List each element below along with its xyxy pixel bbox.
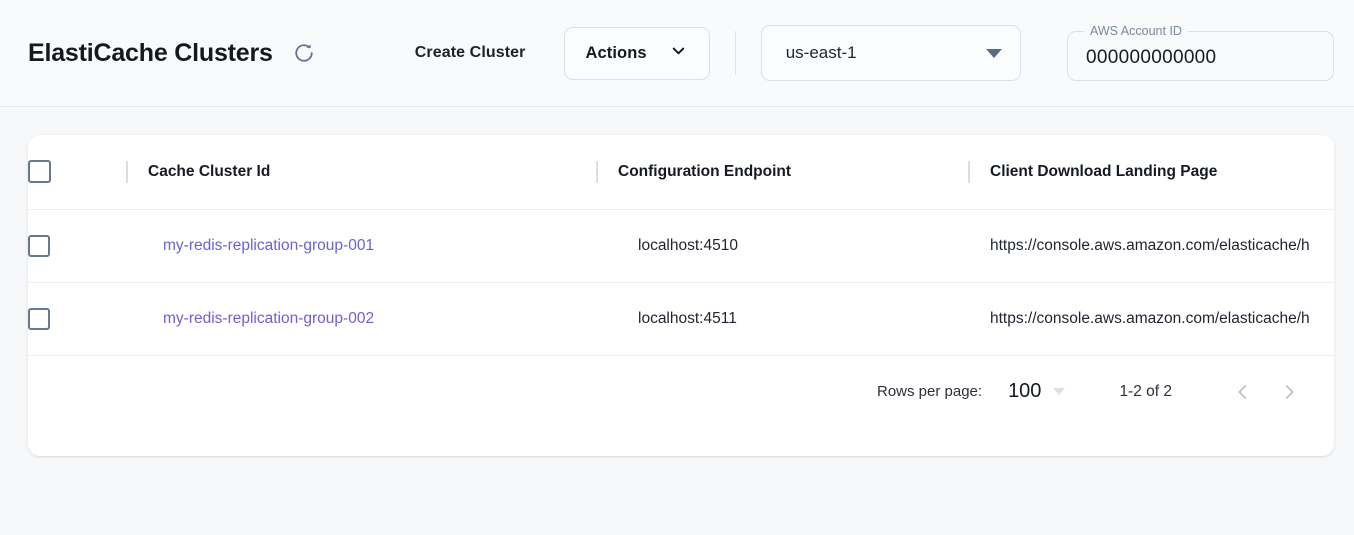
cache-cluster-id-link[interactable]: my-redis-replication-group-002 <box>163 309 375 327</box>
column-header-cache-cluster-id[interactable]: Cache Cluster Id <box>126 135 596 210</box>
landing-page-value: https://console.aws.amazon.com/elasticac… <box>990 309 1310 327</box>
rows-per-page-select[interactable]: 100 <box>1008 380 1066 403</box>
app-header: ElastiCache Clusters Create Cluster Acti… <box>0 0 1354 107</box>
table-body: my-redis-replication-group-001 localhost… <box>28 209 1334 356</box>
table-row[interactable]: my-redis-replication-group-002 localhost… <box>28 282 1334 356</box>
cell-cache-cluster-id: my-redis-replication-group-002 <box>126 282 596 356</box>
refresh-icon-button[interactable] <box>289 38 319 68</box>
previous-page-button[interactable] <box>1220 369 1266 415</box>
table-header-row: Cache Cluster Id Configuration Endpoint … <box>28 135 1334 210</box>
rows-per-page-value: 100 <box>1008 380 1042 402</box>
caret-down-icon <box>1053 388 1066 395</box>
column-divider <box>596 160 598 183</box>
cell-cache-cluster-id: my-redis-replication-group-001 <box>126 209 596 283</box>
cell-configuration-endpoint: localhost:4510 <box>596 209 968 283</box>
chevron-right-icon <box>1278 381 1300 403</box>
clusters-card: Cache Cluster Id Configuration Endpoint … <box>28 135 1334 456</box>
aws-account-id-input[interactable] <box>1067 25 1334 81</box>
row-select-cell <box>28 209 126 283</box>
select-all-checkbox[interactable] <box>28 160 51 184</box>
create-cluster-button[interactable]: Create Cluster <box>411 36 530 70</box>
column-divider <box>968 160 970 183</box>
pagination-range-label: 1-2 of 2 <box>1119 382 1172 400</box>
landing-page-value: https://console.aws.amazon.com/elasticac… <box>990 236 1310 254</box>
row-checkbox[interactable] <box>28 234 50 257</box>
header-divider <box>734 31 736 75</box>
column-header-client-download-landing-page[interactable]: Client Download Landing Page <box>968 135 1334 210</box>
chevron-left-icon <box>1232 381 1254 403</box>
configuration-endpoint-value: localhost:4511 <box>638 309 737 327</box>
column-header-label: Configuration Endpoint <box>618 162 792 180</box>
next-page-button[interactable] <box>1266 369 1312 415</box>
table-pagination: Rows per page: 100 1-2 of 2 <box>28 356 1334 428</box>
row-select-cell <box>28 282 126 356</box>
table-row[interactable]: my-redis-replication-group-001 localhost… <box>28 209 1334 283</box>
column-header-label: Client Download Landing Page <box>990 162 1218 180</box>
aws-account-id-field[interactable]: AWS Account ID <box>1067 25 1334 81</box>
title-block: ElastiCache Clusters <box>28 38 319 68</box>
configuration-endpoint-value: localhost:4510 <box>638 236 738 254</box>
refresh-icon <box>293 42 315 64</box>
table-header: Cache Cluster Id Configuration Endpoint … <box>28 135 1334 210</box>
select-all-cell <box>28 135 126 210</box>
caret-down-icon <box>986 48 1003 58</box>
page-title: ElastiCache Clusters <box>28 38 273 67</box>
column-header-label: Cache Cluster Id <box>148 162 271 180</box>
row-checkbox[interactable] <box>28 307 50 330</box>
cell-configuration-endpoint: localhost:4511 <box>596 282 968 356</box>
actions-button-label: Actions <box>585 43 647 62</box>
column-header-configuration-endpoint[interactable]: Configuration Endpoint <box>596 135 968 210</box>
cache-cluster-id-link[interactable]: my-redis-replication-group-001 <box>163 236 375 254</box>
region-select-value: us-east-1 <box>785 43 857 62</box>
clusters-table: Cache Cluster Id Configuration Endpoint … <box>28 135 1334 356</box>
chevron-down-icon <box>669 41 688 65</box>
cell-client-download-landing-page: https://console.aws.amazon.com/elasticac… <box>968 209 1334 283</box>
actions-button[interactable]: Actions <box>563 26 710 80</box>
column-divider <box>126 160 128 183</box>
cell-client-download-landing-page: https://console.aws.amazon.com/elasticac… <box>968 282 1334 356</box>
region-select[interactable]: us-east-1 <box>760 25 1022 81</box>
rows-per-page-label: Rows per page: <box>877 383 983 400</box>
